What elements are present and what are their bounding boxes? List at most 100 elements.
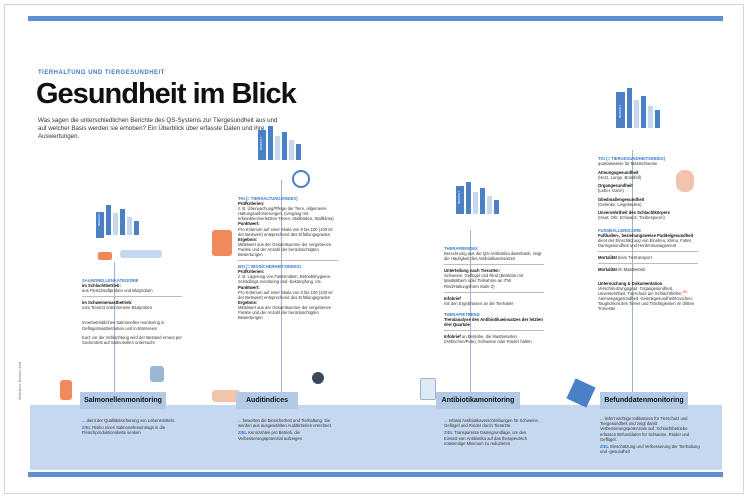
report-label: BERICHT xyxy=(457,190,461,204)
text: an Betriebe, die Masttierarten (Hähnchen… xyxy=(444,334,532,345)
text: (Gelenke, Liegebeulen) xyxy=(598,201,642,207)
bar-chart-icon xyxy=(106,205,139,235)
text: Mittelwert aus der Gesamtsumme der verge… xyxy=(238,304,332,321)
kicker: TIERHALTUNG UND TIERGESUNDHEIT xyxy=(38,70,165,76)
label: im Schweinemastbetrieb: xyxy=(82,300,133,306)
guide-line xyxy=(632,150,633,405)
label: Mortalität xyxy=(598,255,617,261)
lungs-icon xyxy=(676,170,694,192)
report-document-icon xyxy=(96,212,104,238)
clipboard-icon xyxy=(212,230,232,256)
text: aus Fleischsaftproben und Blutproben xyxy=(82,288,153,294)
text: Kennzahlen pro Betrieb, die Verbesserung… xyxy=(238,430,303,441)
sample-tube-icon xyxy=(98,252,112,260)
section-heading: TGI (= TIERGESUNDHEITSINDEX) xyxy=(598,156,666,161)
intro-text: Was sagen die unterschiedlichen Berichte… xyxy=(38,117,278,140)
tab-salmonellenmonitoring: Salmonellenmonitoring xyxy=(80,392,166,409)
label: Prüfkriterien: xyxy=(238,201,265,207)
section-heading: SALMONELLENKATEGORIE xyxy=(82,278,139,283)
text: Einschätzung und Verbesserung der Tierha… xyxy=(600,444,700,455)
text: (Herz, Lunge, Brustfell) xyxy=(598,175,642,181)
label: Infobrief xyxy=(444,295,461,301)
label: Atmungsgesundheit xyxy=(598,170,639,176)
report-document-icon xyxy=(258,130,266,160)
audit-details: THI (= TIERHALTUNGSINDEX) Prüfkriterien:… xyxy=(238,196,338,320)
text: Berechnung aus der QS-Antibiotika datenb… xyxy=(444,251,542,262)
text: ... erfasst Antibiotikaverschreibungen f… xyxy=(444,418,539,429)
section-heading: THI (= TIERHALTUNGSINDEX) xyxy=(238,196,298,201)
befund-details: TGI (= TIERGESUNDHEITSINDEX) quartalswei… xyxy=(598,156,698,311)
bottom-band xyxy=(30,405,722,470)
text: Schweine, Geflügel und Rind (Betriebe mi… xyxy=(444,273,523,289)
befund-summary: ... liefert wichtige Indikatoren für Tie… xyxy=(600,416,702,454)
top-rule xyxy=(28,16,723,21)
tick-icon xyxy=(312,372,324,384)
bottle-icon xyxy=(60,380,72,400)
salmonellen-details: SALMONELLENKATEGORIE im Schlachtbetrieb:… xyxy=(82,278,182,345)
text: z. B. Überwachung/Pflege der Tiere, allg… xyxy=(238,206,334,222)
text: Kurz vor der Schlachtung wird der Bestan… xyxy=(82,334,182,345)
guide-line xyxy=(281,180,282,405)
goal-label: ZIEL xyxy=(444,430,454,436)
label: Punktwert: xyxy=(238,221,260,227)
label: Infobrief xyxy=(444,334,461,340)
goal-label: ZIEL xyxy=(238,430,248,436)
tab-befunddatenmonitoring: Befunddatenmonitoring xyxy=(600,392,688,409)
label: Fußballen-, beziehungsweise Paddelgesund… xyxy=(598,233,694,239)
bar-chart-icon xyxy=(466,182,499,214)
text: z. B. Lagerung von Futtermitteln, Betrie… xyxy=(238,274,332,285)
label: Mortalität xyxy=(598,267,617,273)
text: ... bewerten die Biosicherheit und Tierh… xyxy=(238,418,333,429)
label: Ergebnis: xyxy=(238,236,258,242)
audit-summary: ... bewerten die Biosicherheit und Tierh… xyxy=(238,418,334,441)
section-heading: FUSSBALLENSCORE xyxy=(598,227,642,233)
text: (Leber, Darm) xyxy=(598,188,624,194)
label: im Schlachtbetrieb: xyxy=(82,283,121,289)
text: vom Tierarzt entnommene Blutproben xyxy=(82,305,153,311)
guide-line xyxy=(470,230,471,405)
sock-icon xyxy=(150,366,164,382)
guide-line xyxy=(114,262,115,405)
hand-icon xyxy=(212,390,240,402)
text: Pro Kriterium auf einer Skala von 0 bis … xyxy=(238,289,333,300)
text: (Haut, Ohr, Schwanz, Treibespuren) xyxy=(598,214,665,220)
label: Punktwert: xyxy=(238,284,260,290)
text: im Mastbetrieb xyxy=(618,267,646,273)
medicine-bottle-icon xyxy=(420,378,436,400)
report-document-icon xyxy=(616,92,625,128)
label: Trendanalyse des Antibiotikaeinsatzes de… xyxy=(444,316,543,328)
text: Verschmutzungsgrad, Organgesundheit, Unv… xyxy=(598,285,695,311)
label: Gliedmaßengesundheit xyxy=(598,196,645,202)
antibiotika-details: THERAPIEINDEX Berechnung aus der QS-Anti… xyxy=(444,246,544,344)
section-heading: THERAPIEINDEX xyxy=(444,246,478,251)
section-heading: BSI (= BIOSICHERHEITSINDEX) xyxy=(238,264,301,270)
text: Transparente Datengrundlage, um den Eins… xyxy=(444,430,528,446)
text: Mittelwert aus der Gesamtsumme der verge… xyxy=(238,241,332,258)
tab-antibiotikamonitoring: Antibiotikamonitoring xyxy=(436,392,520,409)
text: quartalsweise für Mastschweine xyxy=(598,161,658,167)
report-label: BERICHT xyxy=(97,212,101,226)
label: Untersuchung & Dokumentation xyxy=(598,280,663,286)
text: beim Tiertransport xyxy=(618,255,652,261)
text: ... dient der Qualitätssicherung von Leb… xyxy=(82,418,176,423)
label: Prüfkriterien: xyxy=(238,269,265,275)
report-document-icon xyxy=(456,186,464,214)
text: mit den Ergebnissen an die Tierhalter xyxy=(444,300,514,306)
label: Unversehrtheit des Schlachtkörpers xyxy=(598,209,670,215)
report-label: BERICHT xyxy=(259,136,263,150)
text: Risiko eines Salmonelleneintrags in die … xyxy=(82,425,166,436)
label: Unterteilung nach Tierarten: xyxy=(444,268,500,274)
salmonellen-summary: ... dient der Qualitätssicherung von Leb… xyxy=(82,418,178,436)
goal-label: ZIEL xyxy=(82,425,92,431)
tab-auditindices: Auditindices xyxy=(236,392,298,409)
section-heading: THERAPIETREND xyxy=(444,311,480,317)
syringe-icon xyxy=(120,250,162,258)
antibiotika-summary: ... erfasst Antibiotikaverschreibungen f… xyxy=(444,418,540,446)
text: Innerbetriebliches Salmonellen monitorin… xyxy=(82,320,165,331)
text: dient der Einschätzung von Einstreu, Kli… xyxy=(598,238,693,249)
text: Pro Kriterium auf einer Skala von 0 bis … xyxy=(238,226,333,237)
bar-chart-icon xyxy=(268,126,301,160)
credit: Illustration: Barbara Wolf xyxy=(18,361,22,400)
label: Ergebnis: xyxy=(238,299,258,305)
bottom-rule xyxy=(28,472,723,477)
